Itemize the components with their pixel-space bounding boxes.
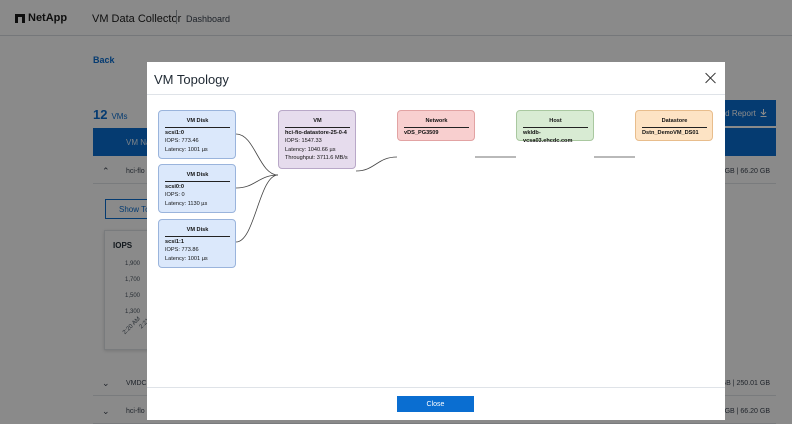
node-name: wkldb-vcsa03.ehcdc.com xyxy=(523,129,573,145)
node-type: Network xyxy=(404,117,469,128)
iops-chart-title: IOPS xyxy=(113,241,133,250)
node-latency: Latency: 1130 µs xyxy=(165,200,208,207)
breadcrumb-dashboard[interactable]: Dashboard xyxy=(186,14,231,24)
topology-connectors xyxy=(235,133,635,243)
node-name: scsi1:1 xyxy=(165,238,184,245)
node-type: VM Disk xyxy=(165,226,230,237)
column-header-vm-name[interactable]: VM Na xyxy=(126,138,151,147)
row-capacity: 1 GB | 250.01 GB xyxy=(714,380,770,387)
node-type: VM xyxy=(285,117,350,128)
node-latency: Latency: 1001 µs xyxy=(165,146,208,153)
node-name: scsi0:0 xyxy=(165,183,184,190)
dialog-title: VM Topology xyxy=(154,72,229,87)
node-name: hci-fio-datastore-25-0-4 xyxy=(285,129,347,136)
back-link[interactable]: Back xyxy=(93,55,115,65)
topology-node-vm[interactable]: VM hci-fio-datastore-25-0-4 IOPS: 1547.3… xyxy=(278,110,356,169)
netapp-logo[interactable]: NetApp xyxy=(15,12,67,24)
close-button[interactable]: Close xyxy=(397,396,474,412)
export-report-button[interactable]: d Report xyxy=(716,100,776,126)
topology-canvas: VM Disk scsi1:0 IOPS: 773.46 Latency: 10… xyxy=(147,94,725,388)
topology-node-vm-disk[interactable]: VM Disk scsi1:1 IOPS: 773.86 Latency: 10… xyxy=(158,219,236,268)
download-icon xyxy=(760,109,767,117)
export-report-label: d Report xyxy=(725,108,756,118)
node-latency: Latency: 1040.66 µs xyxy=(285,146,336,153)
topology-node-datastore[interactable]: Datastore Dstn_DemoVM_DS01 xyxy=(635,110,713,141)
y-tick-label: 1,900 xyxy=(125,261,141,267)
topology-node-vm-disk[interactable]: VM Disk scsi1:0 IOPS: 773.46 Latency: 10… xyxy=(158,110,236,159)
row-vm-name: hci-flo xyxy=(126,408,145,415)
row-vm-name: hci-flo xyxy=(126,168,145,175)
node-latency: Latency: 1001 µs xyxy=(165,255,208,262)
node-iops: IOPS: 0 xyxy=(165,192,185,198)
node-name: Dstn_DemoVM_DS01 xyxy=(642,129,699,136)
app-title: VM Data Collector xyxy=(92,13,182,25)
topology-node-vm-disk[interactable]: VM Disk scsi0:0 IOPS: 0 Latency: 1130 µs xyxy=(158,164,236,213)
show-topology-label: Show To xyxy=(119,204,150,214)
title-divider xyxy=(176,10,177,24)
topology-node-network[interactable]: Network vDS_PG3509 xyxy=(397,110,475,141)
logo-text: NetApp xyxy=(28,12,68,24)
node-type: Datastore xyxy=(642,117,707,128)
node-iops: IOPS: 773.86 xyxy=(165,247,199,253)
node-throughput: Throughput: 3711.6 MB/s xyxy=(285,155,348,161)
chevron-down-icon[interactable]: ⌄ xyxy=(102,406,110,416)
vm-count-number: 12 xyxy=(93,107,108,122)
node-iops: IOPS: 1547.33 xyxy=(285,138,322,144)
chevron-down-icon[interactable]: ⌄ xyxy=(102,378,110,388)
y-tick-label: 1,500 xyxy=(125,293,141,299)
vm-count-label: VMs xyxy=(111,112,128,121)
y-tick-label: 1,300 xyxy=(125,309,141,315)
top-bar: NetApp VM Data Collector Dashboard xyxy=(0,0,792,36)
vm-count: 12 VMs xyxy=(93,107,127,122)
topology-node-host[interactable]: Host wkldb-vcsa03.ehcdc.com xyxy=(516,110,594,144)
close-icon[interactable] xyxy=(705,72,717,84)
node-type: Host xyxy=(523,117,588,128)
netapp-logo-icon xyxy=(15,13,25,23)
vm-topology-dialog: VM Topology VM Disk scsi1:0 IOPS: 773.46… xyxy=(147,62,725,420)
chevron-up-icon[interactable]: ⌃ xyxy=(102,166,110,176)
node-type: VM Disk xyxy=(165,117,230,128)
row-capacity: 6 GB | 66.20 GB xyxy=(718,408,770,415)
node-name: scsi1:0 xyxy=(165,129,184,136)
row-vm-name: VMDC xyxy=(126,380,147,387)
node-name: vDS_PG3509 xyxy=(404,129,439,136)
node-type: VM Disk xyxy=(165,171,230,182)
y-tick-label: 1,700 xyxy=(125,277,141,283)
node-iops: IOPS: 773.46 xyxy=(165,138,199,144)
row-capacity: 6 GB | 66.20 GB xyxy=(718,168,770,175)
